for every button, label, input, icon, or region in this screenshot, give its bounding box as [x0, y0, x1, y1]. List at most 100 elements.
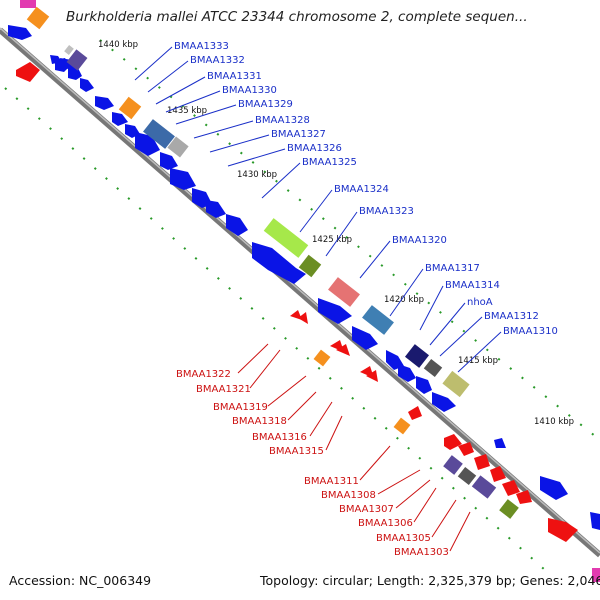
reverse-strand-genes — [16, 62, 578, 542]
gene-feature — [167, 136, 189, 158]
scale-label: 1420 kbp — [384, 295, 424, 305]
gene-label: BMAA1327 — [271, 129, 326, 140]
gene-label: BMAA1310 — [503, 326, 558, 337]
gene-label: BMAA1307 — [339, 504, 394, 515]
gene-feature — [66, 49, 88, 71]
upper-tick-track — [99, 39, 600, 441]
scale-labels: 1440 kbp 1435 kbp 1430 kbp 1425 kbp 1420… — [98, 40, 574, 427]
gene-feature — [226, 214, 248, 236]
gene-feature — [516, 490, 532, 504]
gene-feature — [423, 358, 443, 378]
gene-feature — [502, 480, 520, 496]
gene-label: BMAA1319 — [213, 402, 268, 413]
gene-label: BMAA1321 — [196, 384, 251, 395]
scale-label: 1435 kbp — [167, 106, 207, 116]
gene-feature — [170, 168, 196, 190]
lower-tick-track — [4, 87, 546, 571]
gene-label: BMAA1312 — [484, 311, 539, 322]
reverse-leader-lines — [237, 343, 471, 552]
gene-label: BMAA1333 — [174, 41, 229, 52]
gene-feature — [16, 62, 40, 82]
gene-label: BMAA1323 — [359, 206, 414, 217]
gene-feature — [328, 277, 360, 307]
gene-feature — [20, 0, 36, 8]
gene-feature — [206, 200, 226, 218]
gene-feature — [143, 119, 175, 149]
gene-feature — [398, 364, 416, 382]
gene-feature — [95, 96, 114, 110]
gene-feature — [548, 518, 578, 542]
gene-label: BMAA1324 — [334, 184, 389, 195]
gene-feature — [112, 112, 128, 126]
gene-label: BMAA1315 — [269, 446, 324, 457]
gene-feature — [432, 392, 456, 412]
gene-feature — [499, 499, 519, 519]
gene-feature — [393, 417, 411, 435]
gene-feature — [592, 568, 600, 582]
gene-feature — [263, 218, 309, 258]
gene-feature — [80, 78, 94, 92]
scale-label: 1415 kbp — [458, 356, 498, 366]
gene-label: BMAA1316 — [252, 432, 307, 443]
gene-feature — [442, 370, 470, 398]
gene-feature — [458, 442, 474, 456]
gene-label: BMAA1331 — [207, 71, 262, 82]
gene-label: BMAA1330 — [222, 85, 277, 96]
gene-feature — [416, 376, 432, 394]
gene-feature — [26, 6, 50, 30]
gene-feature — [408, 406, 422, 420]
gene-feature — [471, 475, 497, 499]
gene-feature — [490, 466, 506, 482]
gene-label: BMAA1322 — [176, 369, 231, 380]
gene-label: BMAA1308 — [321, 490, 376, 501]
gene-feature — [366, 370, 378, 382]
gene-label: BMAA1314 — [445, 280, 500, 291]
genome-backbone — [0, 27, 600, 558]
gene-label: nhoA — [467, 297, 493, 308]
forward-strand-genes — [8, 25, 600, 530]
gene-label: BMAA1303 — [394, 547, 449, 558]
forward-gene-labels: BMAA1333 BMAA1332 BMAA1331 BMAA1330 BMAA… — [174, 41, 558, 337]
scale-label: 1430 kbp — [237, 170, 277, 180]
gene-label: BMAA1311 — [304, 476, 359, 487]
topology-text: Topology: circular; Length: 2,325,379 bp… — [260, 573, 600, 588]
gene-feature — [362, 305, 394, 335]
map-title: Burkholderia mallei ATCC 23344 chromosom… — [66, 9, 528, 25]
gene-label: BMAA1332 — [190, 55, 245, 66]
gene-feature — [352, 326, 378, 350]
gene-feature — [50, 55, 62, 64]
forward-leader-lines — [134, 46, 502, 373]
gene-label: BMAA1305 — [376, 533, 431, 544]
reverse-gene-labels: BMAA1322 BMAA1321 BMAA1319 BMAA1318 BMAA… — [176, 369, 449, 558]
gene-label: BMAA1306 — [358, 518, 413, 529]
accession-text: Accession: NC_006349 — [9, 573, 152, 588]
colored-gene-features — [20, 0, 600, 582]
gene-feature — [118, 96, 142, 120]
gene-label: BMAA1326 — [287, 143, 342, 154]
gene-label: BMAA1317 — [425, 263, 480, 274]
gene-label: BMAA1328 — [255, 115, 310, 126]
gene-feature — [444, 434, 462, 450]
scale-label: 1440 kbp — [98, 40, 138, 50]
gene-feature — [318, 298, 352, 324]
gene-feature — [540, 476, 568, 500]
gene-feature — [404, 344, 430, 368]
gene-feature — [68, 68, 82, 80]
gene-feature — [298, 254, 322, 278]
gene-feature — [457, 466, 477, 486]
gene-feature — [135, 132, 160, 156]
gene-feature — [64, 45, 74, 55]
scale-label: 1410 kbp — [534, 417, 574, 427]
gene-feature — [590, 512, 600, 530]
gene-feature — [443, 455, 463, 475]
gene-feature — [252, 242, 306, 284]
gene-feature — [313, 349, 331, 367]
gene-label: BMAA1318 — [232, 416, 287, 427]
scale-label: 1425 kbp — [312, 235, 352, 245]
gene-label: BMAA1325 — [302, 157, 357, 168]
gene-feature — [8, 25, 32, 40]
gene-label: BMAA1320 — [392, 235, 447, 246]
gene-feature — [474, 454, 490, 470]
